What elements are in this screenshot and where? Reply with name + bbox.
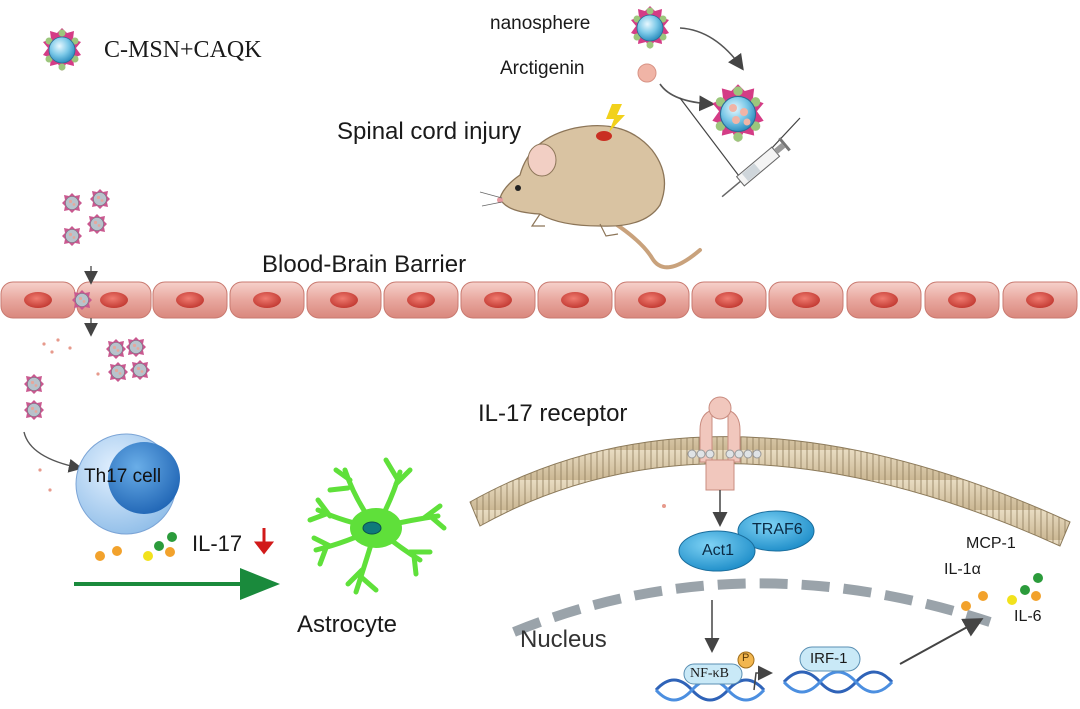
- spinal-cord-injury-label: Spinal cord injury: [337, 118, 522, 145]
- il17-receptor-label: IL-17 receptor: [478, 400, 628, 427]
- irf1-label: IRF-1: [810, 650, 848, 667]
- il6-label: IL-6: [1014, 608, 1042, 625]
- th17-cell: [75, 433, 180, 535]
- arctigenin-arrow: [659, 83, 716, 112]
- mcp1-label: MCP-1: [966, 535, 1016, 552]
- il1a-label: IL-1α: [944, 561, 981, 578]
- blood-brain-barrier: [0, 281, 1078, 319]
- nfkb-protein: [683, 663, 743, 685]
- astrocyte-cell: [307, 457, 447, 595]
- arctigenin-label: Arctigenin: [500, 58, 585, 79]
- lightning-icon: [606, 104, 625, 132]
- th17-to-astrocyte-arrow: [74, 568, 280, 600]
- irf1-to-cytokines-arrow: [899, 618, 984, 665]
- mouse-illustration: [479, 125, 702, 270]
- il17-cytokines: [95, 532, 177, 561]
- il17-down-arrow: [253, 528, 275, 555]
- nanosphere-label: nanosphere: [490, 13, 591, 34]
- phospho-icon: [737, 651, 755, 669]
- inflammatory-cytokines: [961, 573, 1043, 611]
- traf6-protein: [737, 510, 815, 552]
- act1-protein: [678, 530, 756, 572]
- astrocyte-label: Astrocyte: [297, 611, 398, 638]
- nucleus-label: Nucleus: [520, 626, 607, 653]
- released-drug-dots: [38, 338, 100, 492]
- membrane-dot: [662, 504, 666, 508]
- syringe-icon: [721, 137, 791, 198]
- nuclear-envelope: [512, 578, 992, 637]
- loaded-nanosphere-icon: [711, 83, 765, 143]
- drug-to-th17-arrow: [23, 431, 83, 473]
- th17-cell-label: Th17 cell: [84, 466, 162, 487]
- act1-label: Act1: [702, 542, 735, 559]
- nanosphere-arrow: [679, 27, 744, 71]
- legend-nanoparticle-icon: [42, 27, 82, 72]
- legend-label: C-MSN+CAQK: [104, 37, 262, 63]
- nfkb-label: NF-κB: [690, 666, 729, 681]
- il17-receptor: [687, 396, 762, 491]
- cell-membrane: [469, 436, 1071, 547]
- transcription-arrow: [753, 665, 773, 691]
- nanosphere-icon: [630, 5, 670, 50]
- blood-brain-barrier-label: Blood-Brain Barrier: [262, 251, 467, 278]
- il17-label: IL-17: [192, 531, 243, 556]
- dna-helix-right: [782, 670, 894, 694]
- arctigenin-icon: [637, 63, 657, 83]
- phospho-label: P: [742, 652, 750, 664]
- irf1-protein: [799, 646, 861, 672]
- traf6-label: TRAF6: [752, 521, 803, 538]
